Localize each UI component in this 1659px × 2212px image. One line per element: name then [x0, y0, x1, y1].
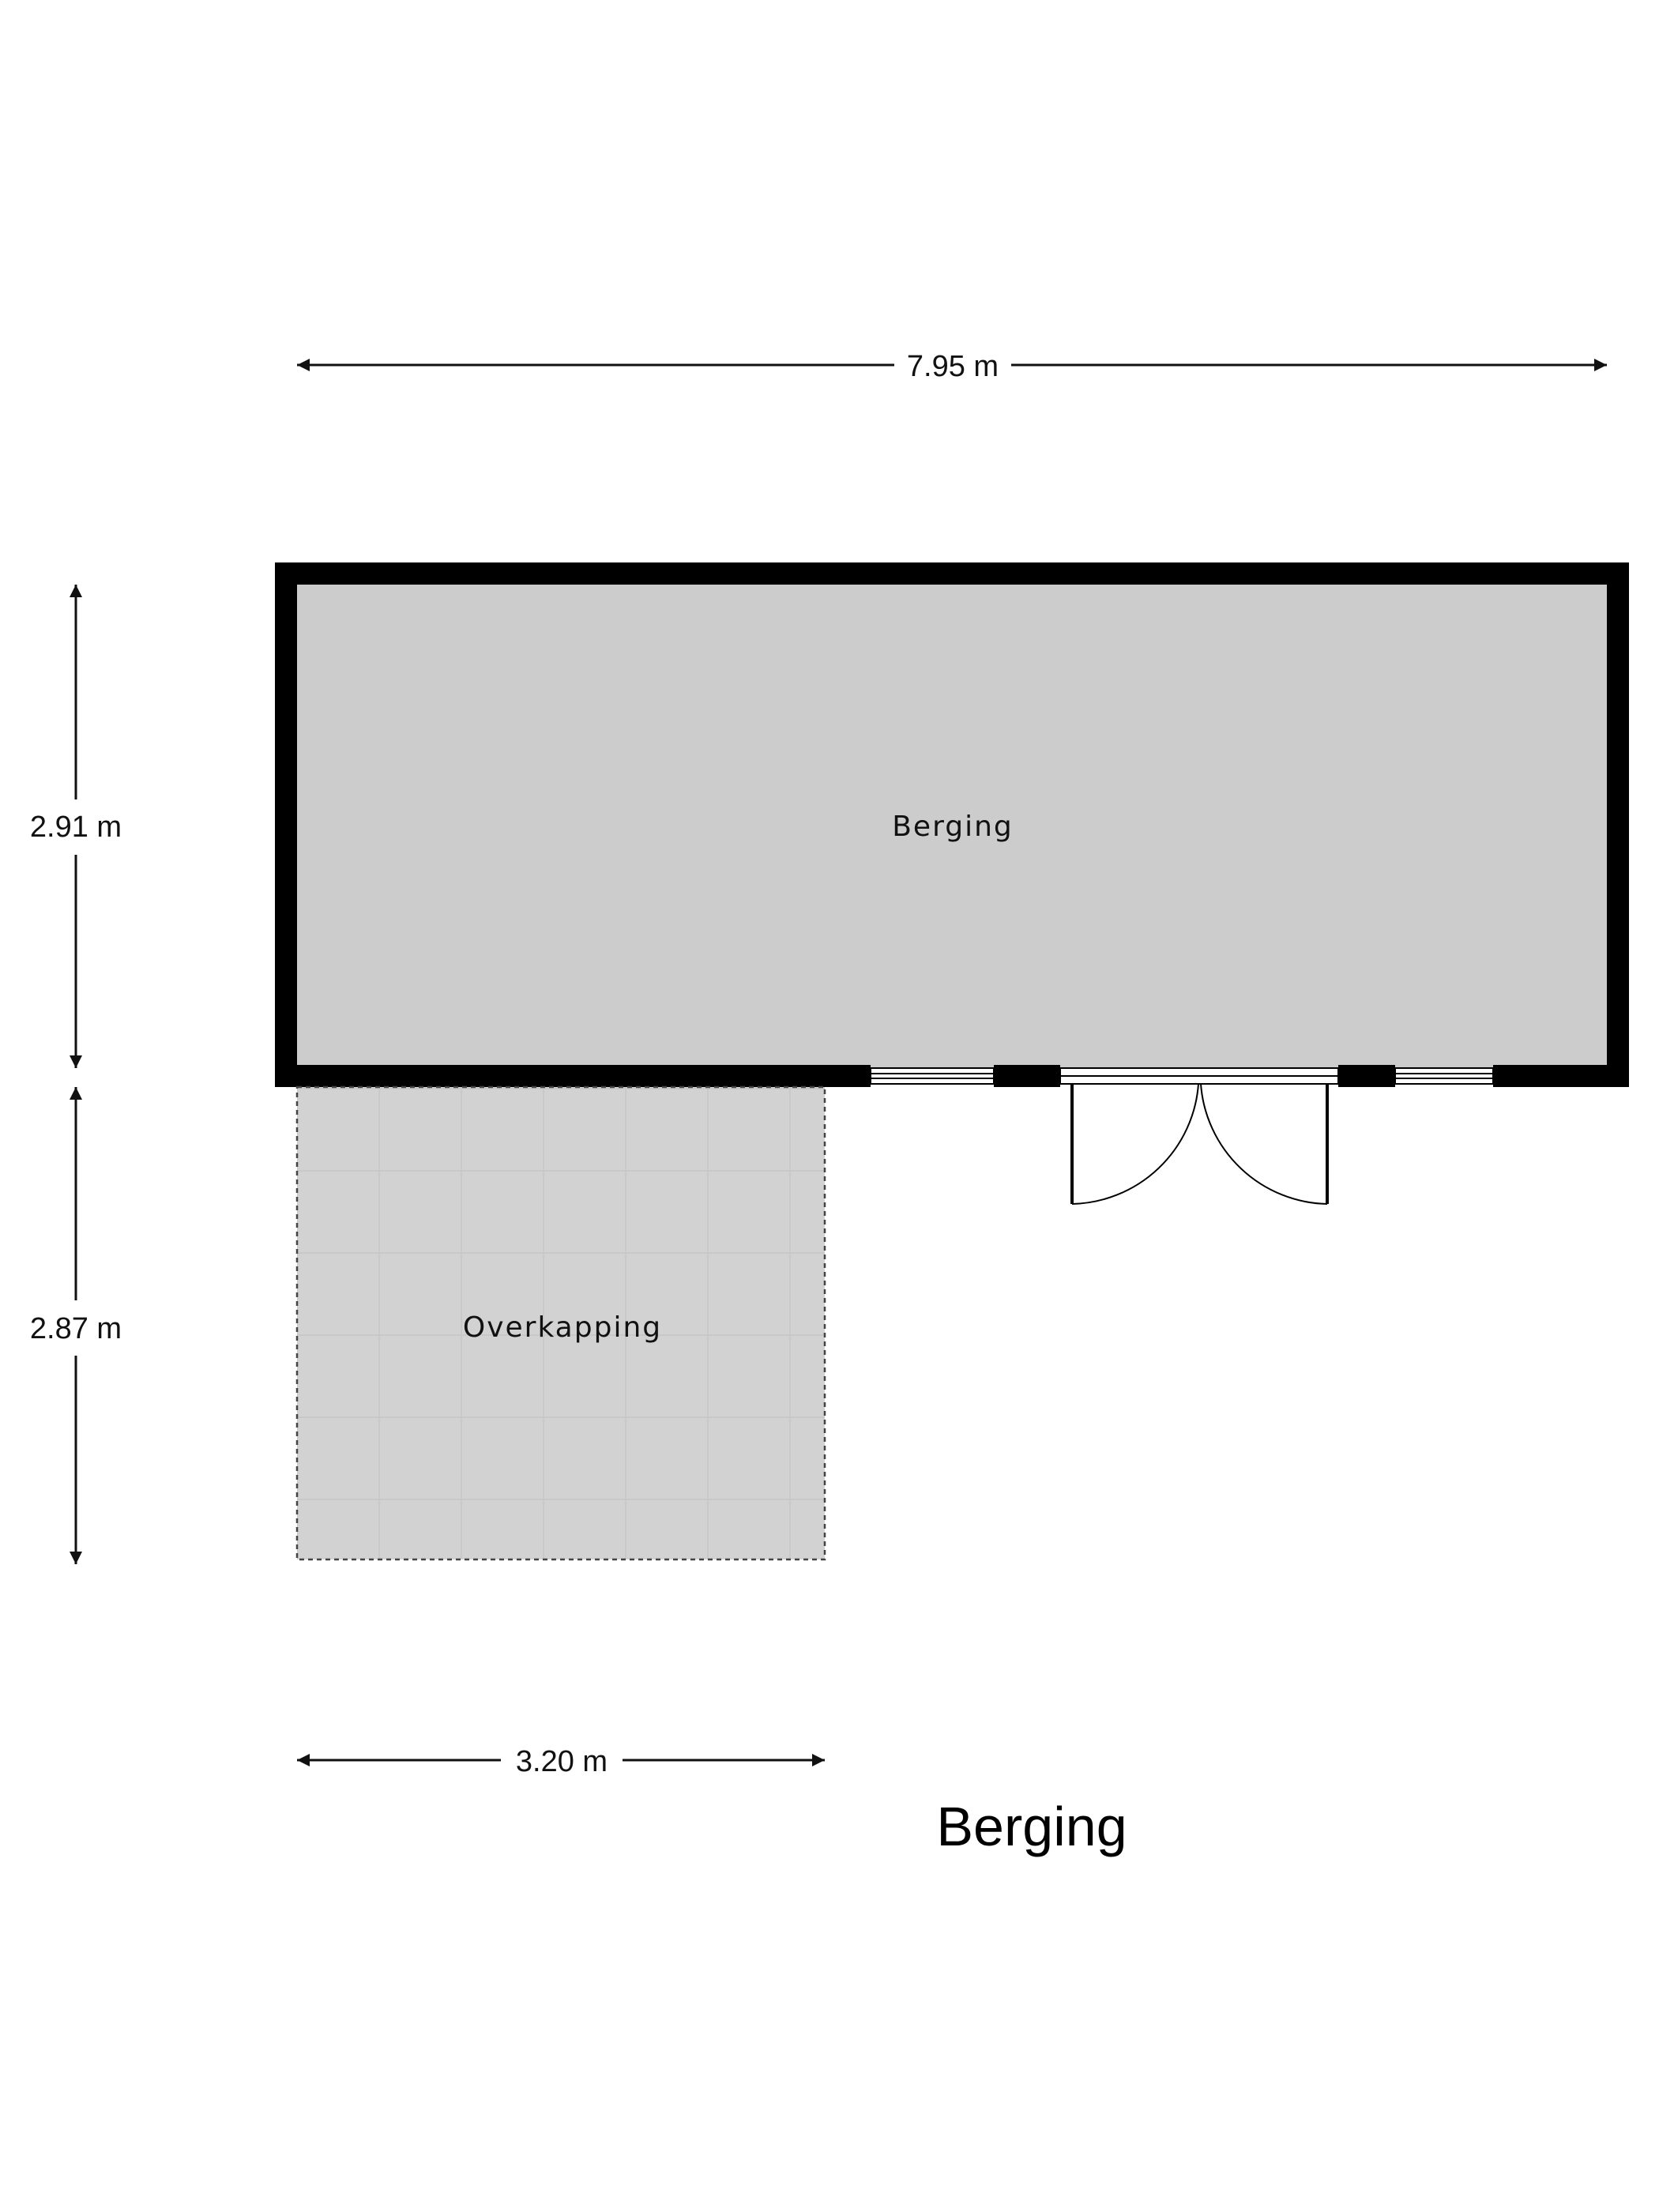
double-door	[1059, 1067, 1339, 1205]
canopy-floor	[295, 1085, 826, 1561]
dimension-label-storage-depth: 2.91 m	[30, 811, 122, 844]
storage-room-floor	[286, 574, 1618, 1070]
dimension-total-width: 7.95 m	[297, 350, 1607, 383]
plan-title: Berging	[936, 1796, 1127, 1857]
dimension-label-total-width: 7.95 m	[907, 350, 999, 383]
dimension-storage-depth: 2.91 m	[30, 585, 122, 1068]
window-left	[870, 1067, 995, 1085]
dimension-canopy-depth: 2.87 m	[30, 1087, 122, 1564]
storage-walls	[275, 562, 1629, 1087]
dimension-canopy-width: 3.20 m	[297, 1745, 825, 1778]
room-label-storage: Berging	[892, 811, 1014, 843]
dimension-label-canopy-width: 3.20 m	[516, 1745, 608, 1778]
window-right	[1394, 1067, 1494, 1085]
dimension-label-canopy-depth: 2.87 m	[30, 1312, 122, 1345]
room-label-canopy: Overkapping	[463, 1311, 662, 1344]
